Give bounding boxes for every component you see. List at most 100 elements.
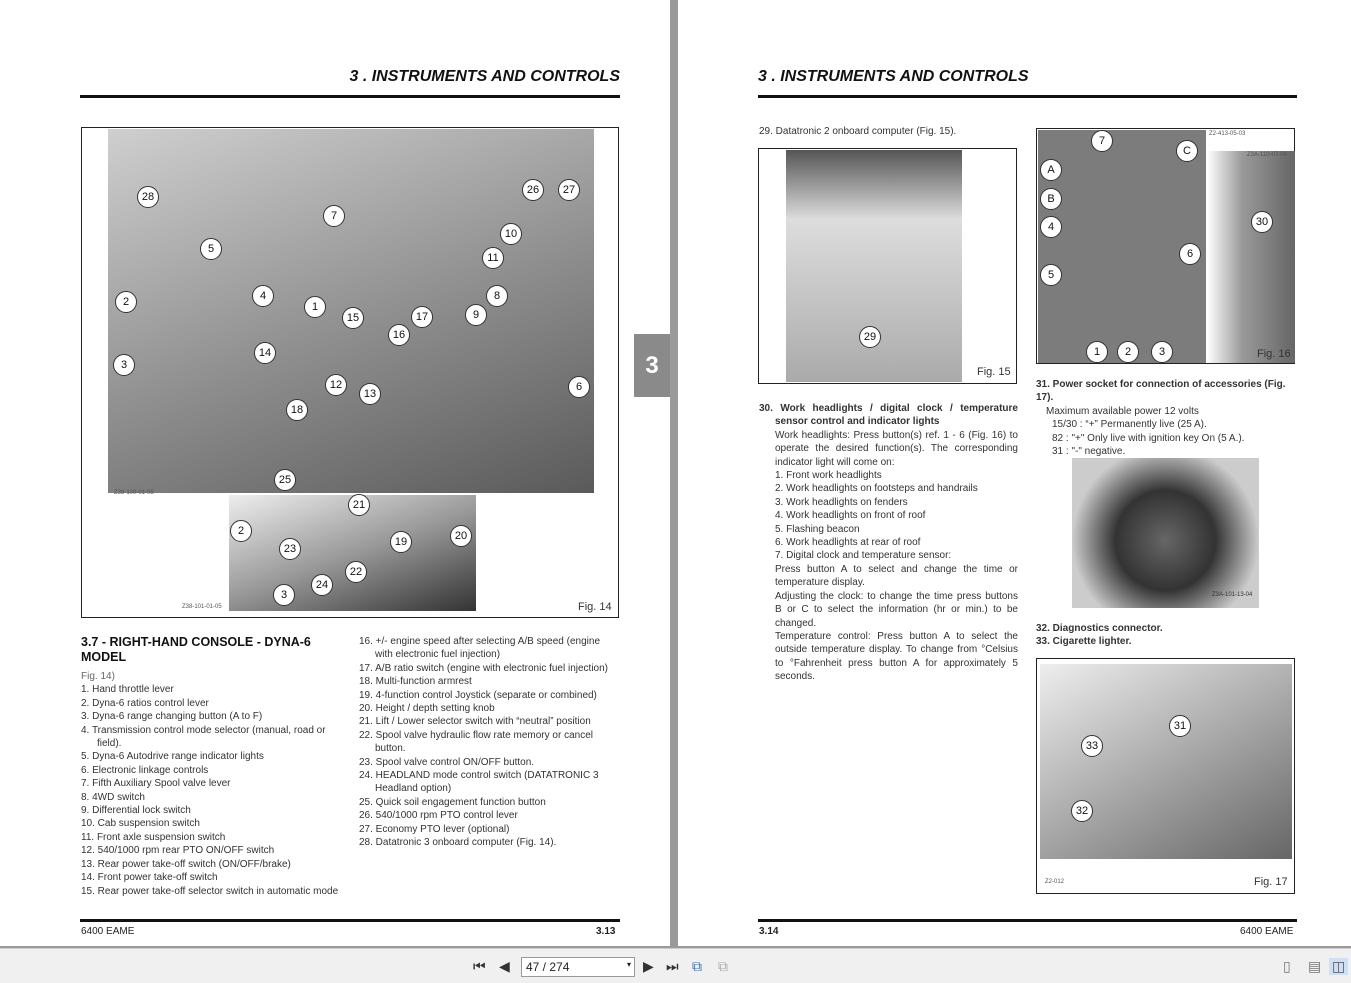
figure-ref: Fig. 14) <box>81 671 115 682</box>
callout: 5 <box>200 238 222 260</box>
header-rule <box>758 95 1297 98</box>
item-33: 33. Cigarette lighter. <box>1036 636 1132 648</box>
image-code: Z2-413-05-03 <box>1209 131 1246 137</box>
image-code: Z38-101-01-05 <box>182 604 222 610</box>
list-item: 6. Electronic linkage controls <box>81 764 209 776</box>
callout: 2 <box>115 291 137 313</box>
list-item: 7. Digital clock and temperature sensor: <box>775 550 952 562</box>
list-item: 4. Transmission control mode selector (m… <box>81 724 326 750</box>
connectors-photo <box>1040 664 1292 859</box>
header-rule <box>80 95 620 98</box>
list-item: 2. Work headlights on footsteps and hand… <box>775 483 978 495</box>
last-page-icon[interactable]: ⏭ <box>666 958 679 974</box>
list-item: 5. Dyna-6 Autodrive range indicator ligh… <box>81 751 264 763</box>
list-item: 18. Multi-function armrest <box>359 676 472 688</box>
figure-16: Z2-413-05-03 Z3A-110-07-04 Fig. 16 <box>1036 128 1295 364</box>
figure-17: Z2-012 Fig. 17 <box>1036 658 1295 894</box>
list-item: 4. Work headlights on front of roof <box>775 510 926 522</box>
callout: 12 <box>325 374 347 396</box>
figure-15: Fig. 15 <box>758 148 1017 384</box>
list-item: 6. Work headlights at rear of roof <box>775 537 921 549</box>
list-item: 13. Rear power take-off switch (ON/OFF/b… <box>81 858 291 870</box>
callout: 3 <box>113 354 135 376</box>
image-code: Z3A-101-13-04 <box>1212 592 1253 598</box>
control-panel-drawing <box>1038 130 1206 363</box>
page-number: 3.13 <box>596 926 616 937</box>
callout: 7 <box>323 205 345 227</box>
list-item: 9. Differential lock switch <box>81 805 191 817</box>
callout: 31 <box>1169 715 1191 737</box>
callout: 27 <box>558 179 580 201</box>
line: 82 : "+" Only live with ignition key On … <box>1052 432 1245 444</box>
list-item: 21. Lift / Lower selector switch with “n… <box>359 716 591 728</box>
list-item: 24. HEADLAND mode control switch (DATATR… <box>359 770 599 795</box>
list-item: 22. Spool valve hydraulic flow rate memo… <box>359 729 593 755</box>
callout: 8 <box>486 285 508 307</box>
callout: 4 <box>252 285 274 307</box>
footer-rule <box>758 919 1297 922</box>
right-page: 3 . INSTRUMENTS AND CONTROLS 29. Datatro… <box>678 0 1351 946</box>
single-page-icon[interactable]: ▯ <box>1283 958 1291 974</box>
callout: C <box>1176 140 1198 162</box>
callout: 10 <box>500 223 522 245</box>
item-31-title: 31. Power socket for connection of acces… <box>1036 379 1286 404</box>
list-item: 28. Datatronic 3 onboard computer (Fig. … <box>359 837 557 849</box>
list-item: 2. Dyna-6 ratios control lever <box>81 697 209 709</box>
image-code: Z2-012 <box>1045 879 1065 885</box>
figure-label: Fig. 17 <box>1254 876 1288 888</box>
callout: 25 <box>274 469 296 491</box>
page-number: 3.14 <box>759 926 779 937</box>
image-code: Z38-100-01-05 <box>114 490 154 496</box>
chapter-header: 3 . INSTRUMENTS AND CONTROLS <box>758 68 1029 85</box>
callout: 15 <box>342 307 364 329</box>
list-item: 5. Flashing beacon <box>775 523 860 535</box>
continuous-page-icon[interactable]: ▤ <box>1308 958 1322 974</box>
footer-rule <box>80 919 620 922</box>
section-title: 3.7 - RIGHT-HAND CONSOLE - DYNA-6 MODEL <box>81 635 311 664</box>
figure-label: Fig. 16 <box>1257 348 1291 360</box>
callout: 16 <box>388 324 410 346</box>
figure-14: Z38-100-01-05 Z38-101-01-05 Fig. 14 <box>81 127 619 618</box>
list-item: 10. Cab suspension switch <box>81 818 200 830</box>
callout: 1 <box>304 296 326 318</box>
list-item: 23. Spool valve control ON/OFF button. <box>359 756 535 768</box>
left-page: 3 . INSTRUMENTS AND CONTROLS Z38-100-01-… <box>0 0 670 946</box>
item-list-2: 16. +/- engine speed after selecting A/B… <box>359 635 619 850</box>
item-31: 31. Power socket for connection of acces… <box>1036 378 1298 458</box>
page-number-input[interactable]: 47 / 274▾ <box>521 957 635 977</box>
list-item: 8. 4WD switch <box>81 791 145 803</box>
callout: 32 <box>1071 800 1093 822</box>
callout: 18 <box>286 399 308 421</box>
list-item: 26. 540/1000 rpm PTO control lever <box>359 810 518 822</box>
next-view-icon[interactable]: ⧉ <box>718 958 728 974</box>
list-item: 16. +/- engine speed after selecting A/B… <box>359 636 601 661</box>
callout: 19 <box>390 531 412 553</box>
viewer-toolbar: ⏮ ◀ ▶ ⏭ ⧉ ⧉ ▯ ▤ ◫ <box>0 948 1351 983</box>
chapter-header: 3 . INSTRUMENTS AND CONTROLS <box>349 68 620 85</box>
first-page-icon[interactable]: ⏮ <box>473 958 486 974</box>
callout: 30 <box>1251 211 1273 233</box>
line: 31 : "-" negative. <box>1052 446 1126 458</box>
previous-page-icon[interactable]: ◀ <box>499 958 510 974</box>
footer-model: 6400 EAME <box>81 926 135 937</box>
callout: 24 <box>311 574 333 596</box>
callout: 5 <box>1040 264 1062 286</box>
list-item: 14. Front power take-off switch <box>81 872 218 884</box>
next-page-icon[interactable]: ▶ <box>643 958 654 974</box>
paragraph: Adjusting the clock: to change the time … <box>775 590 1018 629</box>
list-item: 12. 540/1000 rpm rear PTO ON/OFF switch <box>81 845 275 857</box>
list-item: 3. Work headlights on fenders <box>775 496 908 508</box>
previous-view-icon[interactable]: ⧉ <box>692 958 702 974</box>
list-item: 1. Front work headlights <box>775 470 882 482</box>
line: Maximum available power 12 volts <box>1046 405 1199 417</box>
callout: 14 <box>254 342 276 364</box>
list-item: 25. Quick soil engagement function butto… <box>359 796 546 808</box>
item-32: 32. Diagnostics connector. <box>1036 623 1163 634</box>
list-item: 20. Height / depth setting knob <box>359 703 495 715</box>
callout: 3 <box>273 584 295 606</box>
two-page-icon[interactable]: ◫ <box>1329 958 1349 975</box>
list-item: 15. Rear power take-off selector switch … <box>81 885 339 897</box>
list-item: 7. Fifth Auxiliary Spool valve lever <box>81 778 231 790</box>
chevron-down-icon[interactable]: ▾ <box>626 960 631 969</box>
